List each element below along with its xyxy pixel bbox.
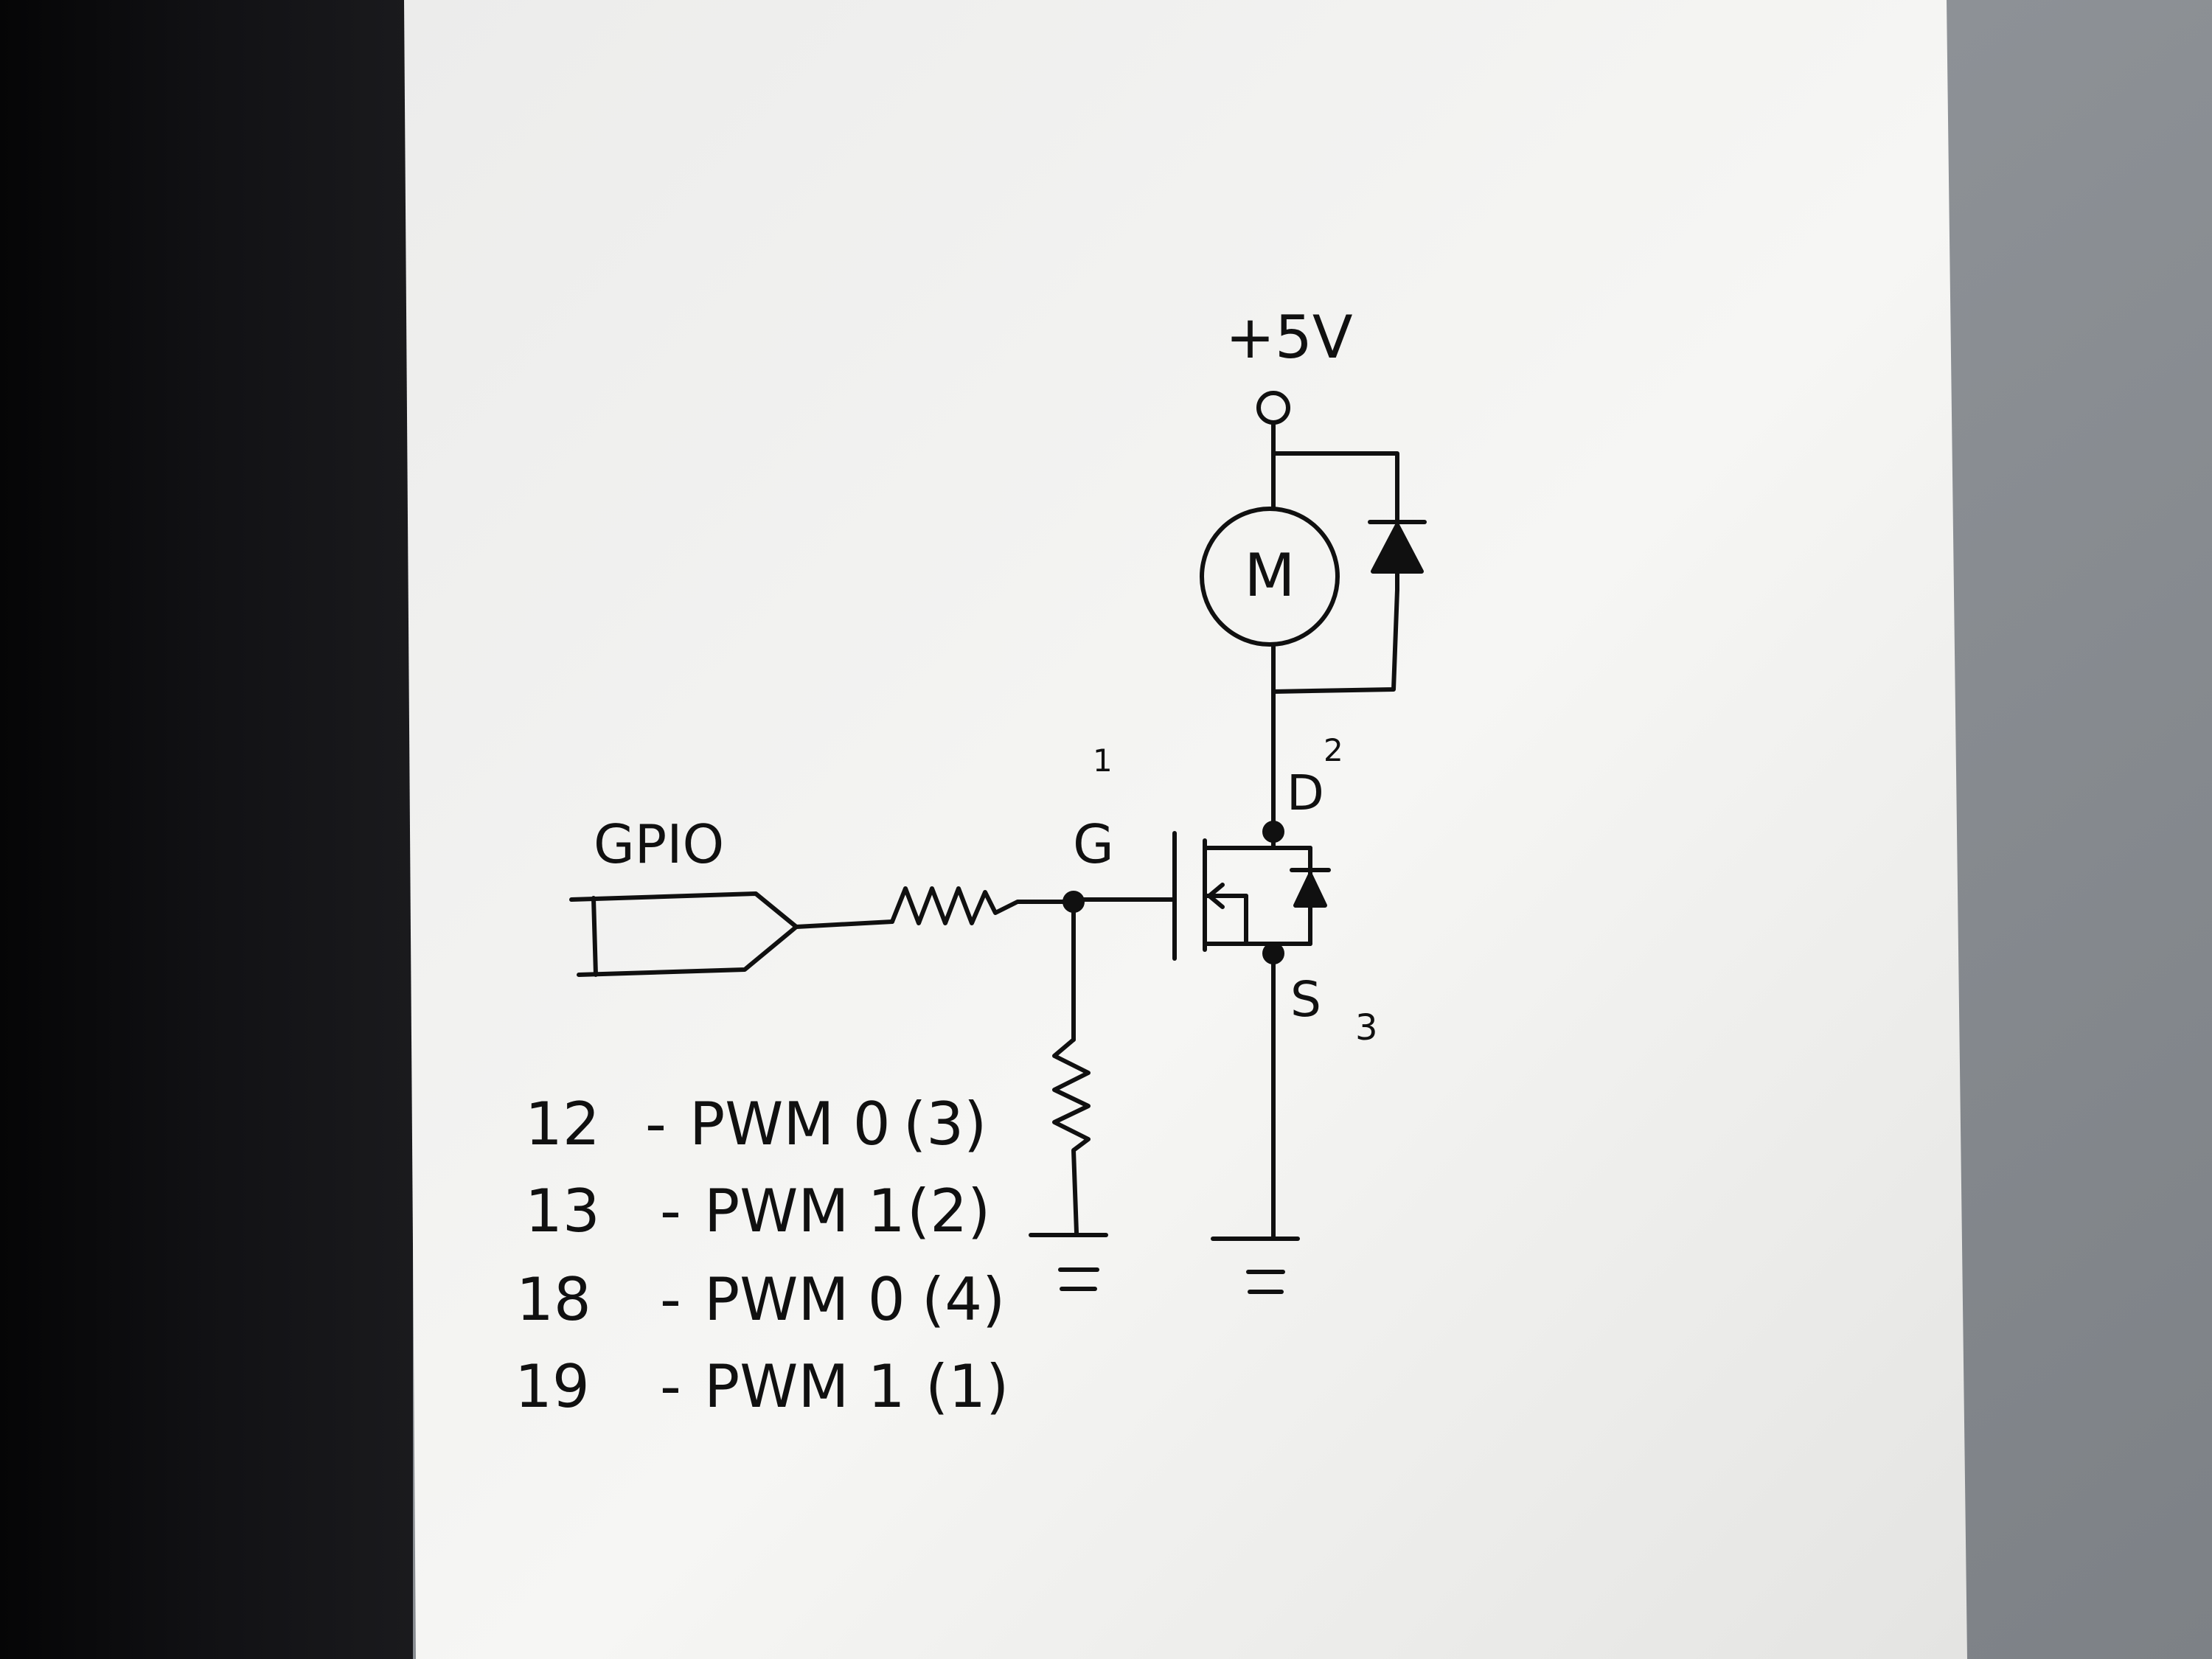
resistor-icon <box>890 886 1076 925</box>
gate-pin-number: 1 <box>1093 742 1113 779</box>
input-label: GPIO <box>594 813 724 875</box>
pwm-channel: (4) <box>922 1265 1005 1334</box>
paper-sheet <box>404 0 1967 1659</box>
wire-diode-bottom <box>1271 588 1399 694</box>
motor-label: M <box>1244 541 1295 610</box>
flyback-diode-icon <box>1368 520 1427 592</box>
row-dash: - <box>660 1352 681 1421</box>
pwm-channel: (3) <box>903 1090 987 1158</box>
ground-icon <box>1211 1237 1300 1294</box>
row-dash: - <box>645 1090 667 1158</box>
gate-pin-letter: G <box>1073 813 1114 875</box>
schematic: +5V M 2 D <box>569 303 1427 1294</box>
supply-label: +5V <box>1225 303 1353 372</box>
pulldown-ground-icon <box>1029 1233 1108 1291</box>
wire-gpio-to-resistor <box>794 919 894 929</box>
pin-table-row: 19 - PWM 1 (1) <box>515 1352 1009 1421</box>
gpio-port-icon <box>569 891 799 977</box>
source-pin-letter: S <box>1290 971 1321 1028</box>
pin-table-row: 13 - PWM 1 (2) <box>525 1177 990 1245</box>
gpio-number: 19 <box>515 1352 590 1421</box>
desk-left-dark-surface <box>0 0 413 1659</box>
gpio-number: 18 <box>516 1265 591 1334</box>
pwm-name: PWM 0 <box>704 1265 905 1334</box>
gpio-number: 13 <box>525 1177 600 1245</box>
row-dash: - <box>660 1265 681 1334</box>
pin-table: 12 - PWM 0 (3) 13 - PWM 1 (2) 18 - PWM 0… <box>515 1090 1009 1421</box>
motor-icon <box>1200 507 1340 647</box>
pwm-channel: (2) <box>907 1177 990 1245</box>
pin-table-row: 18 - PWM 0 (4) <box>516 1265 1005 1334</box>
source-node <box>1262 942 1284 964</box>
pwm-name: PWM 1 <box>704 1352 905 1421</box>
pwm-name: PWM 0 <box>689 1090 891 1158</box>
pulldown-resistor-icon <box>1052 1037 1091 1235</box>
gpio-number: 12 <box>525 1090 600 1158</box>
drain-pin-letter: D <box>1287 765 1324 821</box>
source-pin-number: 3 <box>1355 1007 1378 1048</box>
pwm-channel: (1) <box>925 1352 1009 1421</box>
pin-table-row: 12 - PWM 0 (3) <box>525 1090 987 1158</box>
pwm-name: PWM 1 <box>704 1177 905 1245</box>
mosfet-icon <box>1172 831 1331 961</box>
wire-diode-top <box>1271 451 1399 522</box>
drain-pin-number: 2 <box>1324 732 1343 768</box>
row-dash: - <box>660 1177 681 1245</box>
